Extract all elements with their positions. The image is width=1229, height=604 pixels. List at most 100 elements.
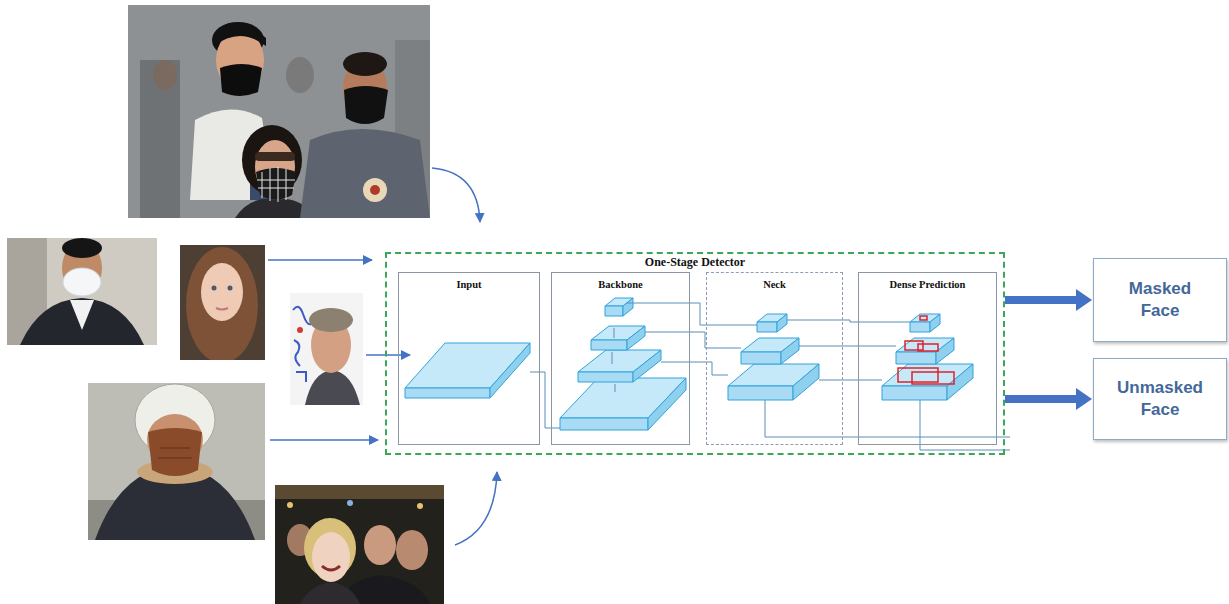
photo-man-white-mask <box>63 268 101 296</box>
class-label: Masked Face <box>1113 278 1207 322</box>
photo-crowd-masks <box>214 26 266 46</box>
class-box: Unmasked Face <box>1093 358 1227 440</box>
photo-crowd-masks <box>220 64 262 96</box>
input-arrows <box>366 354 410 356</box>
photo-girl <box>228 286 233 291</box>
photo-man-unmasked <box>290 293 363 405</box>
photo-crowd-masks <box>286 57 314 93</box>
photo-crowd-unmasked <box>396 530 428 570</box>
photo-crowd-unmasked <box>275 485 444 604</box>
feature-links <box>530 372 560 428</box>
stage-box: Dense Prediction <box>858 272 997 445</box>
feature-map <box>578 350 661 382</box>
feature-map <box>648 378 686 430</box>
feature-links <box>627 303 757 325</box>
feature-map <box>633 350 661 382</box>
photo-man-white-mask <box>20 298 144 345</box>
photo-man-white-mask <box>70 300 94 330</box>
feature-map <box>757 314 787 332</box>
output-arrow <box>1005 395 1078 403</box>
photo-crowd-unmasked <box>312 532 350 582</box>
photo-crowd-unmasked <box>300 582 360 604</box>
feature-map <box>490 343 530 398</box>
feature-links <box>645 332 741 348</box>
feature-map <box>882 386 947 400</box>
photo-girl <box>180 245 265 360</box>
photo-crowd-masks <box>140 60 180 218</box>
feature-map <box>793 364 819 400</box>
feature-map <box>757 322 777 332</box>
feature-map <box>741 338 799 364</box>
photo-crowd-masks <box>128 5 430 218</box>
detection-boxes <box>912 372 954 384</box>
feature-links <box>799 346 896 347</box>
stage-title: Input <box>399 273 539 290</box>
photo-crowd-masks <box>153 60 177 90</box>
photo-helmet-leather-mask <box>148 428 202 476</box>
photo-girl <box>201 263 243 321</box>
photo-man-unmasked <box>305 370 360 405</box>
photo-crowd-unmasked <box>322 566 340 570</box>
photo-girl <box>186 247 258 360</box>
feature-map <box>728 386 793 400</box>
stage-title: Dense Prediction <box>859 273 996 290</box>
input-arrows <box>432 168 480 222</box>
feature-links <box>530 303 1010 450</box>
feature-map <box>605 306 623 316</box>
stage-box: Backbone <box>551 272 690 445</box>
feature-map <box>560 418 648 430</box>
detection-boxes <box>905 341 923 350</box>
photo-man-unmasked <box>297 327 303 333</box>
photo-crowd-masks <box>363 178 387 202</box>
photo-crowd-unmasked <box>275 485 444 604</box>
photo-girl <box>212 286 217 291</box>
feature-map <box>930 314 940 332</box>
photo-crowd-unmasked <box>275 485 444 499</box>
feature-map <box>781 338 799 364</box>
stage-box: Neck <box>706 272 843 445</box>
stage-box: Input <box>398 272 540 445</box>
feature-map <box>591 326 645 350</box>
photo-crowd-masks <box>370 185 380 195</box>
stage-title: Backbone <box>552 273 689 290</box>
photo-crowd-masks <box>257 167 295 202</box>
feature-map <box>777 314 787 332</box>
stage-title: Neck <box>707 273 842 290</box>
photo-man-unmasked <box>293 307 311 382</box>
photo-crowd-unmasked <box>417 503 423 509</box>
output-arrow <box>1005 296 1078 304</box>
feature-links <box>787 320 910 322</box>
feature-links <box>765 400 1010 437</box>
feature-map <box>605 298 633 316</box>
feature-map <box>405 343 530 398</box>
photo-man-white-mask <box>62 238 102 258</box>
detection-boxes <box>918 344 938 351</box>
photo-girl <box>216 308 228 310</box>
photo-helmet-leather-mask <box>158 448 192 458</box>
photo-crowd-masks <box>344 86 388 124</box>
feature-map-slabs <box>405 298 973 430</box>
feature-map <box>728 364 819 400</box>
feature-map <box>578 372 633 382</box>
feature-map <box>741 352 781 364</box>
feature-map <box>910 322 930 332</box>
detection-boxes <box>898 316 954 384</box>
input-arrows <box>455 472 497 545</box>
detection-boxes <box>920 316 927 320</box>
photo-helmet-leather-mask <box>88 383 265 540</box>
feature-map <box>560 378 686 430</box>
input-arrows <box>270 439 378 441</box>
photo-crowd-unmasked <box>347 500 353 506</box>
photo-man-unmasked <box>290 293 363 405</box>
feature-map <box>627 326 645 350</box>
feature-map <box>896 352 936 364</box>
photo-man-unmasked <box>309 308 353 332</box>
photo-crowd-masks <box>255 152 295 161</box>
feature-links <box>819 380 882 381</box>
feature-map <box>896 338 954 364</box>
class-box: Masked Face <box>1093 258 1227 342</box>
input-arrows <box>268 259 372 261</box>
feature-links <box>661 362 728 375</box>
feature-map <box>947 364 973 400</box>
